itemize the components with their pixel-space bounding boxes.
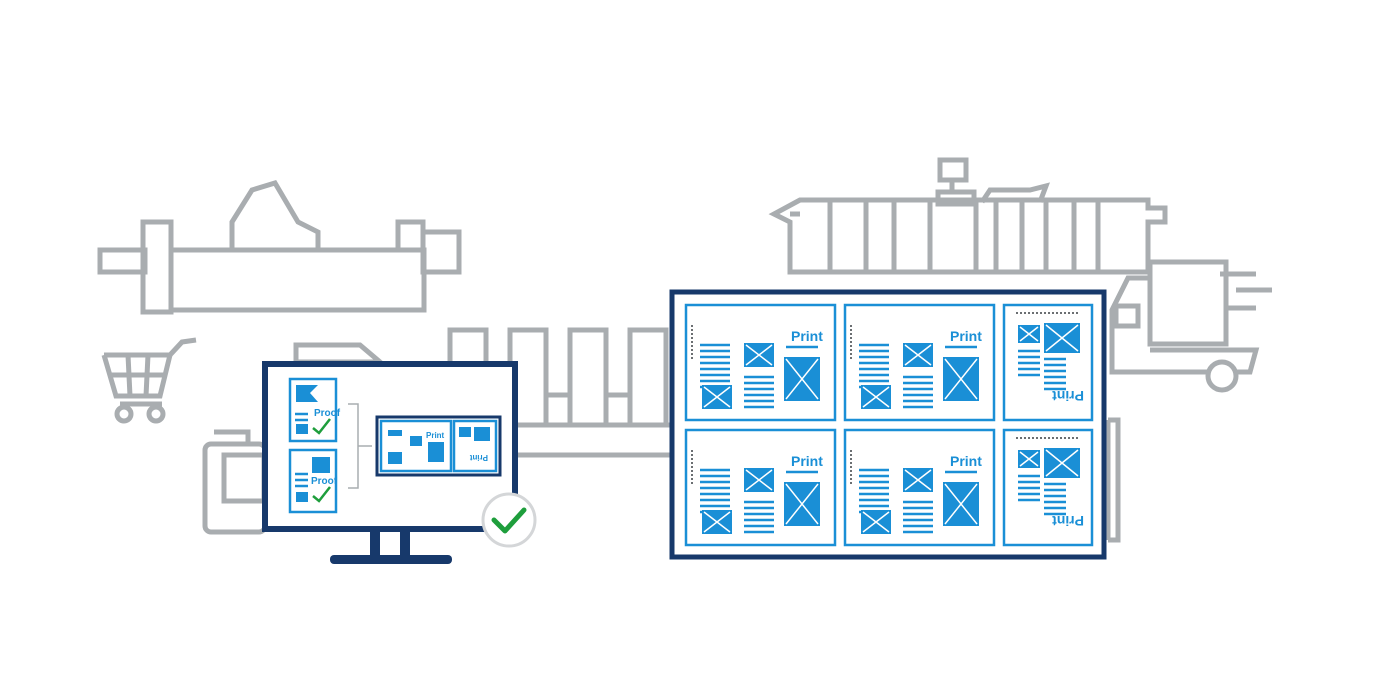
print-label: Print [791,328,823,344]
image-placeholder-icon [1044,448,1080,478]
image-placeholder-icon [702,510,732,534]
proof-label: Proof [314,408,341,419]
proof-label: Proof [311,476,338,487]
sheet-page: Print [1002,428,1094,547]
image-placeholder-icon [943,482,979,526]
delivery-truck-icon [1105,259,1272,543]
sheet-page: Print [1002,303,1094,422]
image-placeholder-icon [784,482,820,526]
image-placeholder-icon [943,357,979,401]
mini-imposed-sheet: Print Print [375,415,502,477]
checkmark-icon [481,492,537,548]
digital-press [768,157,1168,275]
print-label: Print [791,453,823,469]
print-label: Print [1052,388,1084,404]
finishing-machine [97,180,462,315]
image-placeholder-icon [861,385,891,409]
sheet-page: Print [684,428,837,547]
image-placeholder-icon [1044,323,1080,353]
sheet-page: Print [684,303,837,422]
image-placeholder-icon [744,468,774,492]
image-placeholder-icon [702,385,732,409]
image-placeholder-icon [1018,450,1040,468]
image-placeholder-icon [903,343,933,367]
paper-stack [202,429,268,535]
mini-print-label: Print [426,431,445,440]
bracket [348,403,372,489]
proof-page-1: Proof [288,377,341,443]
mini-print-label-rotated: Print [469,453,488,462]
sheet-page: Print [843,303,996,422]
sheet-page: Print [843,428,996,547]
proof-page-2: Proof [288,448,338,514]
image-placeholder-icon [903,468,933,492]
image-placeholder-icon [861,510,891,534]
image-placeholder-icon [784,357,820,401]
print-label: Print [950,453,982,469]
print-label: Print [1052,513,1084,529]
image-placeholder-icon [1018,325,1040,343]
monitor: Proof Proof Print [262,361,537,564]
shopping-cart-icon [101,337,197,424]
print-label: Print [950,328,982,344]
image-placeholder-icon [744,343,774,367]
